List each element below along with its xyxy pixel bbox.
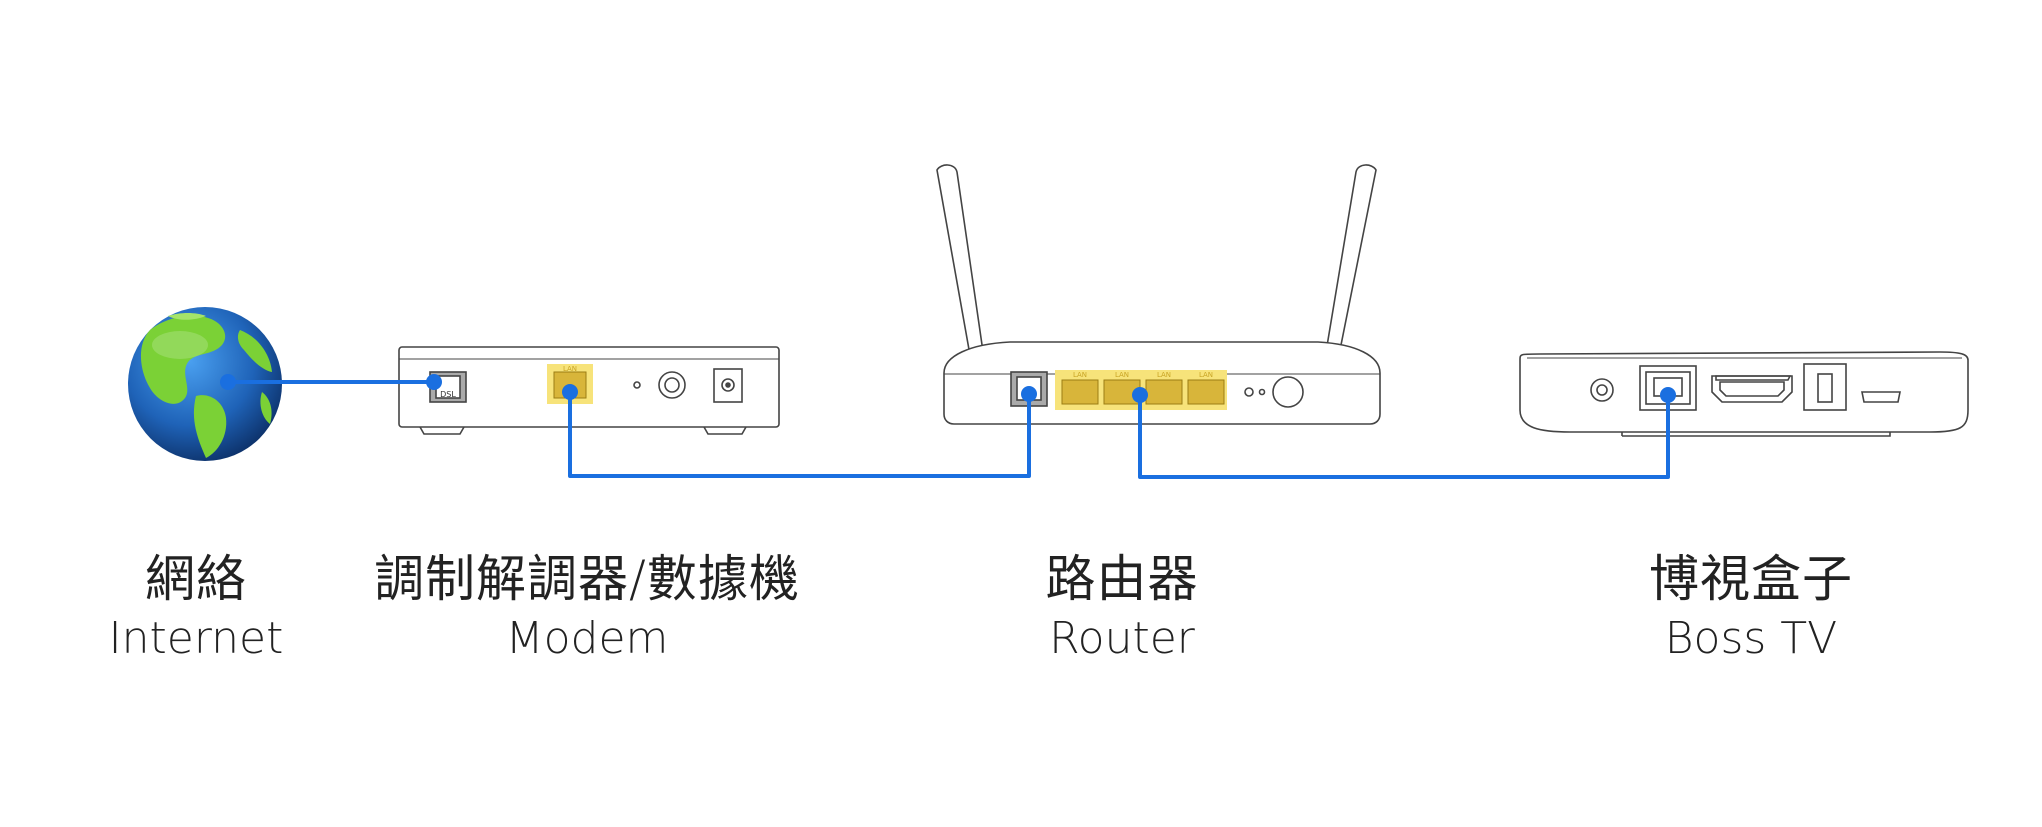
- modem-icon: [398, 346, 780, 435]
- label-modem-en: Modem: [505, 613, 669, 664]
- cable-endpoints: [220, 374, 1676, 403]
- label-modem: 調制解調器/數據機 Modem: [372, 548, 802, 668]
- cable-router-to-tvbox: [1138, 393, 1670, 479]
- router-lan-port-label-2: LAN: [1115, 371, 1129, 379]
- label-internet-en: Internet: [108, 613, 284, 664]
- label-internet-zh: 網絡: [145, 550, 247, 608]
- router-lan-port-label-3: LAN: [1157, 371, 1171, 379]
- label-tvbox: 博視盒子 Boss TV: [1541, 548, 1961, 668]
- modem-dsl-port-label: DSL: [440, 390, 456, 399]
- label-modem-zh: 調制解調器/數據機: [374, 550, 800, 608]
- label-router: 路由器 Router: [912, 548, 1332, 668]
- label-router-en: Router: [1049, 613, 1195, 664]
- globe-icon: [128, 307, 282, 461]
- endpoint-modem-lan: [562, 384, 578, 400]
- router-lan-port-label-4: LAN: [1199, 371, 1213, 379]
- endpoint-router-lan: [1132, 387, 1148, 403]
- label-internet: 網絡 Internet: [0, 548, 406, 668]
- modem-lan-port-label: LAN: [563, 365, 577, 373]
- endpoint-modem-dsl: [426, 374, 442, 390]
- cable-modem-to-router: [568, 390, 1031, 478]
- label-tvbox-en: Boss TV: [1664, 613, 1838, 664]
- endpoint-router-dsl: [1021, 386, 1037, 402]
- router-lan-port-label-1: LAN: [1073, 371, 1087, 379]
- cables: [226, 380, 1670, 479]
- router-icon: [936, 164, 1381, 425]
- label-router-zh: 路由器: [1045, 550, 1199, 608]
- endpoint-tvbox-ethernet: [1660, 387, 1676, 403]
- label-tvbox-zh: 博視盒子: [1649, 550, 1853, 608]
- tv-box-icon: [1519, 351, 1969, 437]
- endpoint-internet: [220, 374, 236, 390]
